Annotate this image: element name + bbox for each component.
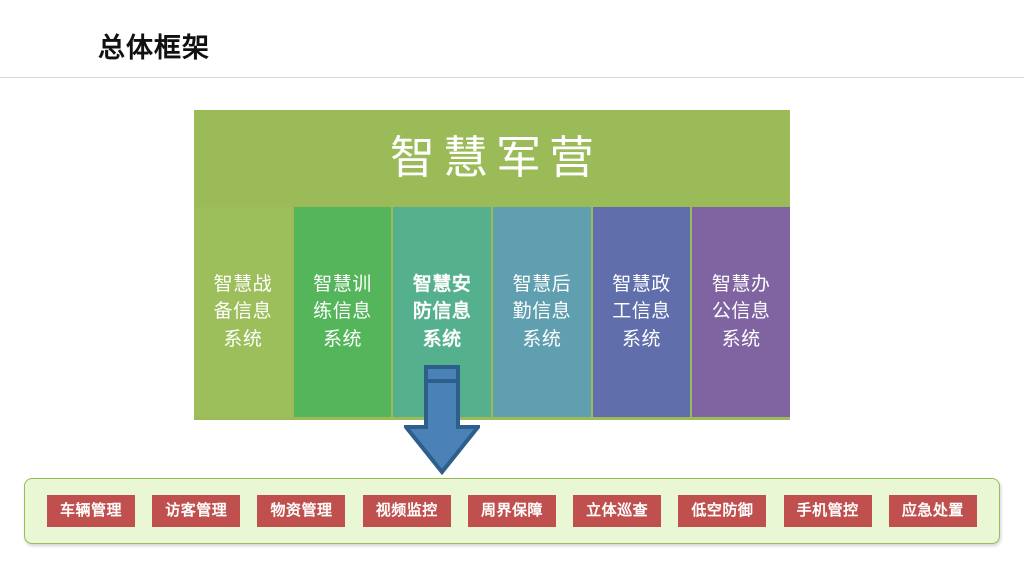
capability-tag-emergency-response[interactable]: 应急处置 bbox=[888, 495, 977, 527]
pillar-combat-readiness[interactable]: 智慧战备信息系统 bbox=[194, 207, 292, 417]
title-divider bbox=[0, 77, 1024, 78]
pillar-label: 智慧战备信息系统 bbox=[213, 273, 273, 350]
page-title: 总体框架 bbox=[98, 33, 210, 63]
framework-header: 智慧军营 bbox=[194, 110, 790, 204]
down-arrow-icon bbox=[404, 365, 480, 475]
capability-tag-patrol[interactable]: 立体巡查 bbox=[573, 495, 662, 527]
pillar-label: 智慧政工信息系统 bbox=[612, 273, 671, 350]
pillar-political-work[interactable]: 智慧政工信息系统 bbox=[592, 207, 691, 417]
capability-tag-video-surveillance[interactable]: 视频监控 bbox=[362, 495, 451, 527]
pillar-label: 智慧安防信息系统 bbox=[412, 273, 472, 350]
pillar-logistics[interactable]: 智慧后勤信息系统 bbox=[493, 207, 591, 417]
capability-tag-visitor[interactable]: 访客管理 bbox=[152, 495, 241, 527]
capability-tag-mobile-control[interactable]: 手机管控 bbox=[783, 495, 872, 527]
framework-header-label: 智慧军营 bbox=[389, 131, 602, 183]
capability-tag-low-altitude-defense[interactable]: 低空防御 bbox=[678, 495, 767, 527]
framework-diagram: 智慧军营 智慧战备信息系统 智慧训练信息系统 智慧安防信息系统 智慧后勤信息系统… bbox=[194, 110, 791, 420]
pillar-training[interactable]: 智慧训练信息系统 bbox=[293, 207, 392, 417]
capability-tag-perimeter[interactable]: 周界保障 bbox=[467, 495, 556, 527]
pillar-row: 智慧战备信息系统 智慧训练信息系统 智慧安防信息系统 智慧后勤信息系统 智慧政工… bbox=[194, 207, 791, 417]
pillar-label: 智慧训练信息系统 bbox=[313, 273, 372, 350]
pillar-label: 智慧后勤信息系统 bbox=[512, 273, 572, 350]
capability-tag-materials[interactable]: 物资管理 bbox=[257, 495, 346, 527]
pillar-office[interactable]: 智慧办公信息系统 bbox=[692, 207, 791, 417]
capability-tag-vehicle[interactable]: 车辆管理 bbox=[47, 495, 136, 527]
pillar-label: 智慧办公信息系统 bbox=[711, 273, 771, 350]
capability-panel: 车辆管理 访客管理 物资管理 视频监控 周界保障 立体巡查 低空防御 手机管控 … bbox=[24, 478, 1000, 544]
